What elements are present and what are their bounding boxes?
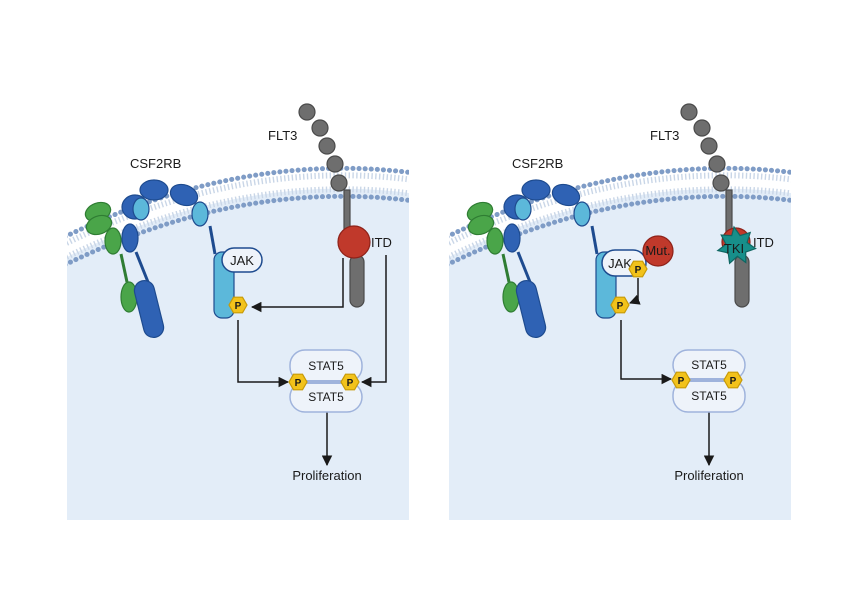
jak-mutation xyxy=(642,235,674,267)
arrow-jak-to-stat5 xyxy=(620,320,673,385)
jak-label: JAK xyxy=(608,256,632,271)
phosphate-badge xyxy=(628,260,648,278)
arrow-jak-autophosphorylation xyxy=(629,278,641,305)
stat5-bottom-label: STAT5 xyxy=(691,389,727,403)
arrow-jak-to-stat5 xyxy=(237,320,290,388)
itd-mutation xyxy=(337,225,371,259)
cell-membrane xyxy=(449,165,791,267)
phosphate-label: P xyxy=(678,376,685,387)
phosphate-badge xyxy=(671,371,691,389)
panel-left: CSF2RB FLT3 ITD JAK P STAT5 xyxy=(67,103,409,520)
proliferation-label: Proliferation xyxy=(674,468,743,483)
tki-inhibitor xyxy=(716,225,757,265)
stat5-dimer: STAT5 STAT5 P P xyxy=(288,349,363,413)
arrow-itd-to-jak xyxy=(250,258,344,313)
proliferation-label: Proliferation xyxy=(292,468,361,483)
flt3-label: FLT3 xyxy=(650,128,679,143)
csf2rb-receptor xyxy=(466,179,617,339)
phosphate-label: P xyxy=(617,301,624,312)
csf2rb-label: CSF2RB xyxy=(512,156,563,171)
itd-label: ITD xyxy=(371,235,392,250)
tki-label: TKI xyxy=(724,241,744,256)
phosphate-label: P xyxy=(730,376,737,387)
arrow-itd-to-stat5 xyxy=(360,255,387,388)
csf2rb-receptor xyxy=(84,179,235,339)
csf2rb-label: CSF2RB xyxy=(130,156,181,171)
stat5-dimer: STAT5 STAT5 P P xyxy=(671,349,746,413)
cytoplasm xyxy=(449,188,791,520)
phosphate-label: P xyxy=(295,378,302,389)
mut-label: Mut. xyxy=(645,243,670,258)
phosphate-badge xyxy=(723,371,743,389)
stat5-top-label: STAT5 xyxy=(308,359,344,373)
phosphate-badge xyxy=(340,373,360,391)
phosphate-badge xyxy=(288,373,308,391)
stat5-bottom-label: STAT5 xyxy=(308,390,344,404)
phosphate-badge xyxy=(610,296,630,314)
phosphate-label: P xyxy=(347,378,354,389)
phosphate-badge xyxy=(228,296,248,314)
jak-kinase xyxy=(221,247,263,273)
flt3-label: FLT3 xyxy=(268,128,297,143)
stat5-top-label: STAT5 xyxy=(691,358,727,372)
jak-label: JAK xyxy=(230,253,254,268)
cell-membrane xyxy=(67,165,409,267)
itd-label: ITD xyxy=(753,235,774,250)
phosphate-label: P xyxy=(635,265,642,276)
phosphate-label: P xyxy=(235,301,242,312)
panel-right: CSF2RB TKI FLT3 ITD JAK Mut. P P xyxy=(449,103,791,520)
flt3-receptor xyxy=(298,103,365,308)
